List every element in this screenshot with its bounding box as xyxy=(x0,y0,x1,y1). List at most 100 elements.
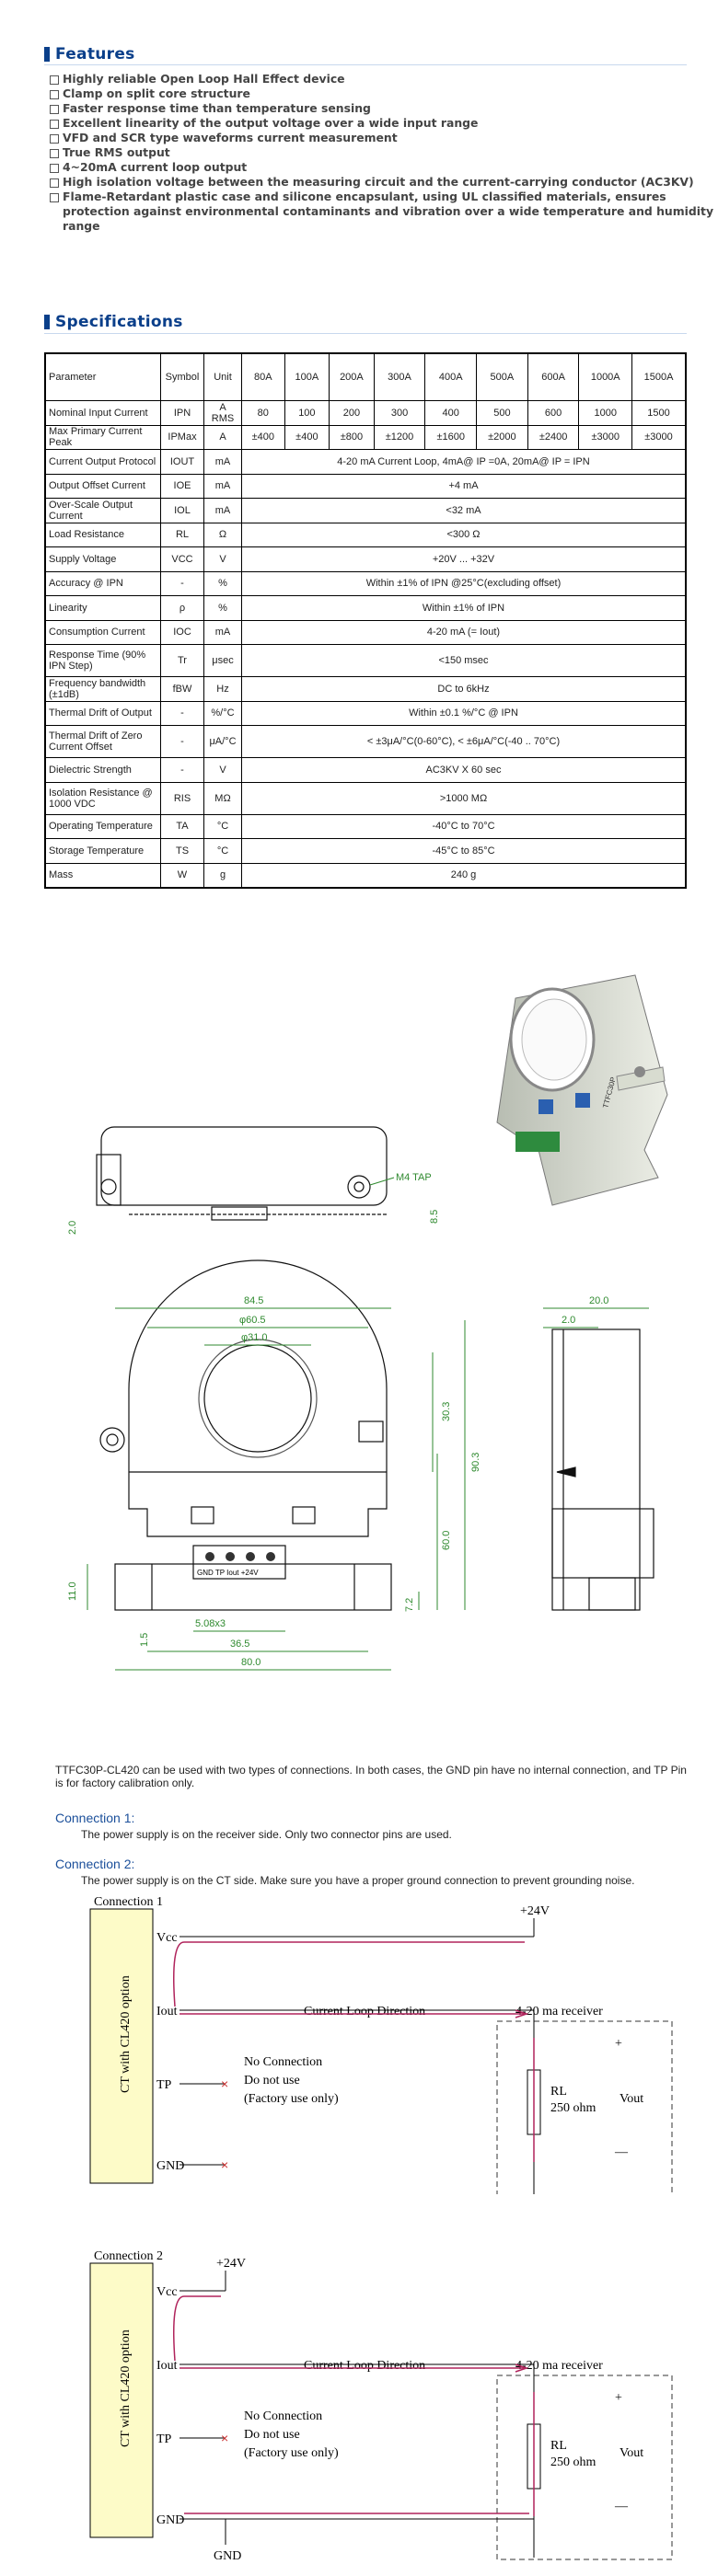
ct-box xyxy=(89,2262,154,2538)
table-cell: ±3000 xyxy=(631,424,687,450)
table-cell: Thermal Drift of Zero Current Offset xyxy=(44,725,161,758)
table-header-cell: 1000A xyxy=(578,352,633,401)
dim-11: 11.0 xyxy=(67,1581,78,1601)
table-cell: <32 mA xyxy=(241,498,687,523)
arrow-head-icon xyxy=(515,2009,529,2018)
table-cell: - xyxy=(160,700,204,726)
table-cell: <150 msec xyxy=(241,644,687,677)
loop-direction: Current Loop Direction xyxy=(304,2005,425,2018)
nc-note: Do not use xyxy=(244,2428,300,2442)
plus-sign: + xyxy=(615,2037,622,2051)
table-cell: Within ±1% of IPN xyxy=(241,595,687,621)
feature-text: 4~20mA current loop output xyxy=(63,160,248,174)
minus-sign: — xyxy=(614,2145,629,2159)
diagram-title: Connection 1 xyxy=(94,1895,163,1909)
table-cell: 600 xyxy=(527,400,580,426)
table-cell: < ±3μA/°C(0-60°C), < ±6μA/°C(-40 .. 70°C… xyxy=(241,725,687,758)
table-cell: °C xyxy=(203,838,242,864)
dim-1-5: 1.5 xyxy=(139,1633,150,1647)
table-cell: - xyxy=(160,725,204,758)
table-cell: μA/°C xyxy=(203,725,242,758)
feature-text: VFD and SCR type waveforms current measu… xyxy=(63,131,398,144)
feature-item: True RMS output xyxy=(50,145,718,160)
table-cell: %/°C xyxy=(203,700,242,726)
features-list: Highly reliable Open Loop Hall Effect de… xyxy=(50,72,718,234)
specs-heading: Specifications xyxy=(44,313,183,331)
feature-item: Clamp on split core structure xyxy=(50,86,718,101)
feature-item: 4~20mA current loop output xyxy=(50,160,718,175)
table-cell: IOUT xyxy=(160,449,204,475)
table-cell: Within ±1% of IPN @25°C(excluding offset… xyxy=(241,570,687,596)
table-cell: Linearity xyxy=(44,595,161,621)
table-cell: IPMax xyxy=(160,424,204,450)
checkbox-icon xyxy=(50,120,59,129)
table-header-cell: 300A xyxy=(373,352,426,401)
table-cell: Tr xyxy=(160,644,204,677)
table-cell: TS xyxy=(160,838,204,864)
table-cell: TA xyxy=(160,813,204,839)
top-view xyxy=(96,1126,388,1221)
table-cell: V xyxy=(203,546,242,572)
gnd-label: GND xyxy=(214,2549,241,2563)
x-icon: × xyxy=(221,2157,228,2172)
m4-tap-label: M4 TAP xyxy=(396,1172,432,1183)
table-cell: DC to 6kHz xyxy=(241,676,687,702)
dim-5-08: 5.08x3 xyxy=(195,1618,226,1629)
nc-note: No Connection xyxy=(244,2409,322,2423)
pin-label-gnd: GND xyxy=(156,2513,184,2527)
wiring-diagram-1: Connection 1CT with CL420 optionVccIoutT… xyxy=(89,1895,673,2194)
table-cell: °C xyxy=(203,813,242,839)
connection-2-text: The power supply is on the CT side. Make… xyxy=(81,1874,635,1887)
table-cell: AC3KV X 60 sec xyxy=(241,757,687,783)
table-header-cell: Symbol xyxy=(160,352,204,401)
connection-2-title: Connection 2: xyxy=(55,1857,135,1871)
arrow-head-icon xyxy=(515,2363,529,2373)
ct-box xyxy=(89,1908,154,2184)
connection-1-title: Connection 1: xyxy=(55,1811,135,1825)
table-cell: >1000 MΩ xyxy=(241,781,687,815)
table-cell: fBW xyxy=(160,676,204,702)
table-cell: MΩ xyxy=(203,781,242,815)
ct-label: CT with CL420 option xyxy=(119,1975,133,2093)
feature-item: Faster response time than temperature se… xyxy=(50,101,718,116)
supply-label: +24V xyxy=(520,1904,550,1918)
table-cell: ±400 xyxy=(241,424,285,450)
nc-note: Do not use xyxy=(244,2074,300,2087)
table-cell: Hz xyxy=(203,676,242,702)
table-header-cell: 100A xyxy=(284,352,330,401)
checkbox-icon xyxy=(50,178,59,188)
table-cell: +20V ... +32V xyxy=(241,546,687,572)
feature-text: True RMS output xyxy=(63,145,170,159)
table-header-cell: 80A xyxy=(241,352,285,401)
table-cell: Storage Temperature xyxy=(44,838,161,864)
table-cell: Max Primary Current Peak xyxy=(44,424,161,450)
table-cell: ±2000 xyxy=(476,424,528,450)
nc-note: No Connection xyxy=(244,2055,322,2069)
feature-text: Highly reliable Open Loop Hall Effect de… xyxy=(63,72,345,86)
rl-label: RL xyxy=(550,2439,567,2453)
checkbox-icon xyxy=(50,164,59,173)
table-cell: RIS xyxy=(160,781,204,815)
checkbox-icon xyxy=(50,149,59,158)
plus-sign: + xyxy=(615,2391,622,2405)
connection-intro: TTFC30P-CL420 can be used with two types… xyxy=(55,1764,687,1789)
receiver-box xyxy=(496,2375,673,2560)
table-cell: mA xyxy=(203,473,242,499)
loop-path-top xyxy=(173,2295,221,2362)
table-cell: Dielectric Strength xyxy=(44,757,161,783)
table-cell: Thermal Drift of Output xyxy=(44,700,161,726)
table-cell: Isolation Resistance @ 1000 VDC xyxy=(44,781,161,815)
table-header-cell: 1500A xyxy=(631,352,687,401)
table-cell: 500 xyxy=(476,400,528,426)
supply-label: +24V xyxy=(216,2257,246,2271)
sensor-3d-render: TTFC30P xyxy=(496,974,668,1206)
features-title: Features xyxy=(55,45,135,63)
